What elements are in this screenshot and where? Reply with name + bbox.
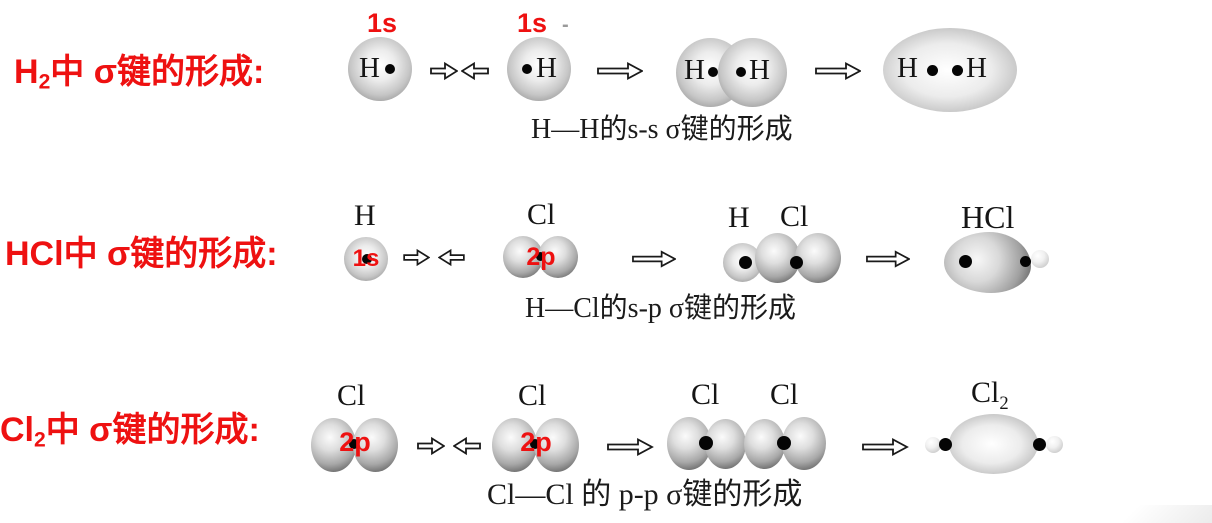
electron-dot: [530, 439, 540, 449]
approach-arrow-left-icon: [453, 436, 481, 456]
atom-symbol-h: H: [749, 54, 770, 86]
overlap-cl-lobe-right: [795, 233, 841, 283]
electron-dot: [952, 65, 963, 76]
atom-symbol-cl: Cl: [691, 378, 720, 411]
corner-shadow: [1062, 505, 1212, 523]
electron-dot: [959, 255, 972, 268]
orbital-label-2p: 2p: [526, 243, 556, 271]
small-cl-end-ball: [925, 437, 941, 453]
electron-dot: [939, 438, 952, 451]
stray-mark: -: [562, 14, 569, 36]
electron-dot: [536, 252, 545, 261]
approach-arrow-right-icon: [417, 436, 445, 456]
atom-symbol-h: H: [359, 52, 380, 84]
atom-symbol-h: H: [897, 52, 918, 84]
electron-dot: [736, 67, 746, 77]
row-h2-title-subscript: 2: [38, 70, 51, 94]
row-h2-title-text: 中 σ键的形成:: [50, 53, 265, 91]
molecule-label-cl2: Cl2: [971, 378, 1009, 414]
orbital-label-1s-right: 1s: [516, 8, 548, 38]
orbital-label-1s-left: 1s: [366, 8, 398, 38]
electron-dot: [1033, 438, 1046, 451]
electron-dot: [777, 436, 791, 450]
small-cl-end-ball: [1046, 436, 1063, 453]
step-arrow-icon: [866, 249, 910, 269]
row-h2-title: H2中 σ键的形成:: [14, 53, 265, 94]
approach-arrow-left-icon: [461, 61, 489, 81]
electron-dot: [699, 436, 713, 450]
caption-cl-cl: Cl—Cl 的 p-p σ键的形成: [487, 478, 803, 511]
atom-symbol-cl: Cl: [770, 378, 799, 411]
electron-dot: [739, 256, 752, 269]
electron-dot: [927, 65, 938, 76]
cl2-sigma-bond-ellipse: [949, 414, 1038, 474]
molecule-label-cl2-formula: Cl: [971, 376, 1000, 409]
small-h-nucleus-ball: [1031, 250, 1049, 268]
molecule-label-cl2-subscript: 2: [999, 393, 1009, 414]
molecule-label-hcl: HCl: [961, 199, 1015, 235]
orbital-label-1s: 1s: [352, 245, 380, 272]
row-cl2-title-subscript: 2: [34, 428, 46, 452]
step-arrow-icon: [632, 249, 676, 269]
electron-dot: [349, 439, 359, 449]
step-arrow-icon: [606, 437, 654, 457]
atom-symbol-h: H: [684, 54, 705, 86]
orbital-label-2p: 2p: [339, 427, 371, 457]
atom-symbol-h: H: [966, 52, 987, 84]
electron-dot: [708, 67, 718, 77]
electron-dot: [790, 256, 803, 269]
electron-dot: [362, 254, 372, 264]
atom-symbol-cl: Cl: [527, 198, 556, 231]
row-cl2-title-formula: Cl: [0, 411, 34, 449]
row-cl2-title-text: 中 σ键的形成:: [45, 411, 260, 449]
hcl-sigma-bond-blob: [944, 232, 1031, 293]
row-cl2-title: Cl2中 σ键的形成:: [0, 411, 260, 452]
approach-arrow-right-icon: [430, 61, 458, 81]
atom-symbol-h: H: [728, 201, 750, 234]
step-arrow-icon: [815, 61, 861, 81]
approach-arrow-right-icon: [403, 248, 430, 267]
atom-symbol-cl: Cl: [780, 200, 809, 233]
h-1s-orbital-sphere-right: [507, 37, 571, 101]
row-hcl-title-text: 中 σ键的形成:: [63, 235, 278, 273]
electron-dot: [1020, 256, 1031, 267]
cl-2p-lobe: [492, 418, 537, 472]
cl-2p-lobe: [311, 418, 356, 472]
atom-symbol-cl: Cl: [518, 379, 547, 412]
caption-h-h: H—H的s-s σ键的形成: [531, 114, 793, 145]
atom-symbol-h: H: [536, 52, 557, 84]
cl-2p-lobe: [534, 418, 579, 472]
cl-2p-lobe: [353, 418, 398, 472]
atom-symbol-h: H: [354, 199, 376, 232]
caption-h-cl: H—Cl的s-p σ键的形成: [525, 293, 796, 324]
overlapping-sphere-right: [718, 38, 787, 107]
row-hcl-title-formula: HCl: [5, 235, 64, 273]
approach-arrow-left-icon: [438, 248, 465, 267]
electron-dot: [385, 64, 395, 74]
h-1s-orbital-sphere-left: [348, 37, 412, 101]
atom-symbol-cl: Cl: [337, 379, 366, 412]
orbital-label-2p: 2p: [520, 427, 552, 457]
electron-dot: [522, 64, 532, 74]
step-arrow-icon: [861, 437, 909, 457]
row-hcl-title: HCl中 σ键的形成:: [5, 235, 278, 273]
step-arrow-icon: [597, 61, 643, 81]
row-h2-title-formula: H: [14, 53, 39, 91]
merged-sigma-orbital-ellipse: [883, 28, 1017, 112]
